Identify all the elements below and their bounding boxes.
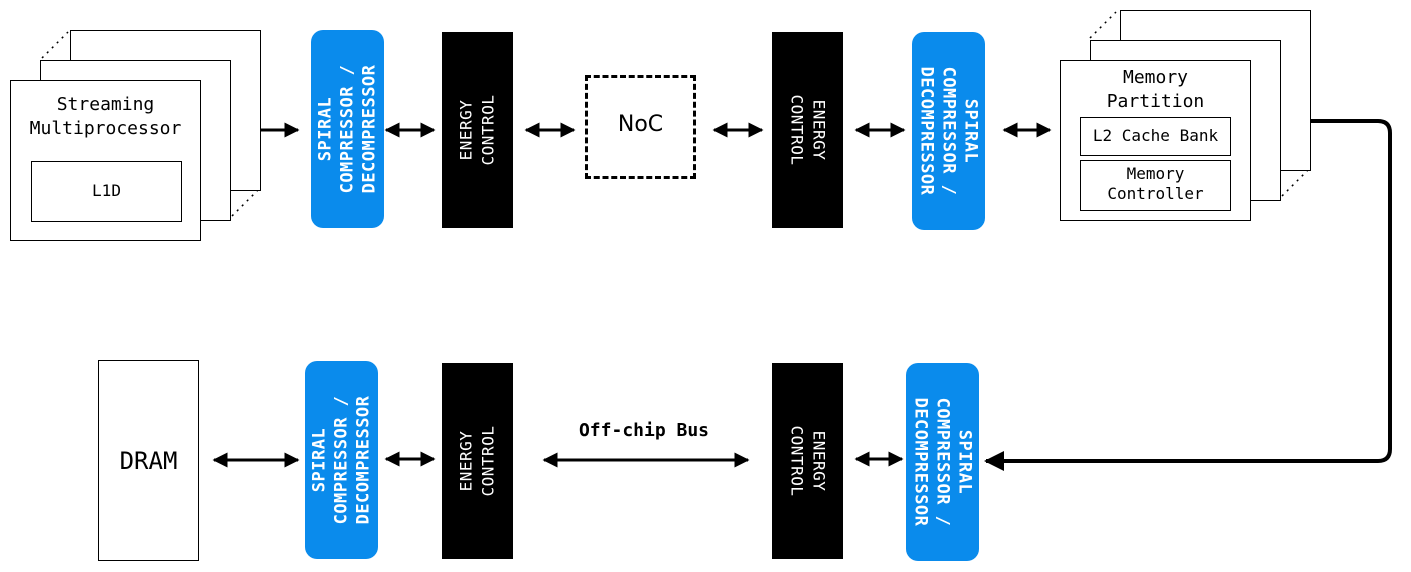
compressor-3-label: SPIRAL COMPRESSOR / DECOMPRESSOR — [309, 395, 374, 525]
noc-box: NoC — [585, 75, 696, 179]
memory-partition: Memory Partition L2 Cache Bank Memory Co… — [1060, 60, 1251, 221]
l2-cache-bank: L2 Cache Bank — [1080, 117, 1231, 156]
noc-label: NoC — [617, 112, 664, 137]
compressor-1-label: SPIRAL COMPRESSOR / DECOMPRESSOR — [315, 64, 380, 194]
energy-control-3: ENERGY CONTROL — [442, 363, 513, 559]
compressor-1: SPIRAL COMPRESSOR / DECOMPRESSOR — [311, 30, 384, 228]
energy-control-2: ENERGY CONTROL — [772, 32, 843, 228]
compressor-2: SPIRAL COMPRESSOR / DECOMPRESSOR — [912, 32, 985, 230]
off-chip-bus-label: Off-chip Bus — [578, 420, 710, 441]
dram-box: DRAM — [98, 360, 199, 561]
compressor-4-label: SPIRAL COMPRESSOR / DECOMPRESSOR — [910, 397, 975, 527]
energy-control-1: ENERGY CONTROL — [442, 32, 513, 228]
compressor-2-label: SPIRAL COMPRESSOR / DECOMPRESSOR — [916, 66, 981, 196]
energy-control-1-label: ENERGY CONTROL — [456, 94, 498, 166]
l1d-label: L1D — [92, 181, 121, 200]
energy-control-4: ENERGY CONTROL — [772, 363, 843, 559]
compressor-4: SPIRAL COMPRESSOR / DECOMPRESSOR — [906, 363, 979, 561]
memory-controller-label: Memory Controller — [1107, 164, 1204, 203]
memory-controller: Memory Controller — [1080, 160, 1231, 211]
sm-title: Streaming Multiprocessor — [29, 94, 182, 139]
l1d-box: L1D — [31, 161, 182, 222]
compressor-3: SPIRAL COMPRESSOR / DECOMPRESSOR — [305, 361, 378, 559]
l2-cache-bank-label: L2 Cache Bank — [1092, 126, 1219, 145]
mp-title: Memory Partition — [1106, 67, 1205, 112]
energy-control-4-label: ENERGY CONTROL — [787, 425, 829, 497]
streaming-multiprocessor: Streaming Multiprocessor L1D — [10, 80, 201, 241]
energy-control-3-label: ENERGY CONTROL — [456, 425, 498, 497]
dram-label: DRAM — [119, 447, 178, 475]
energy-control-2-label: ENERGY CONTROL — [787, 94, 829, 166]
arrow-mp-to-comp4 — [984, 111, 1392, 471]
